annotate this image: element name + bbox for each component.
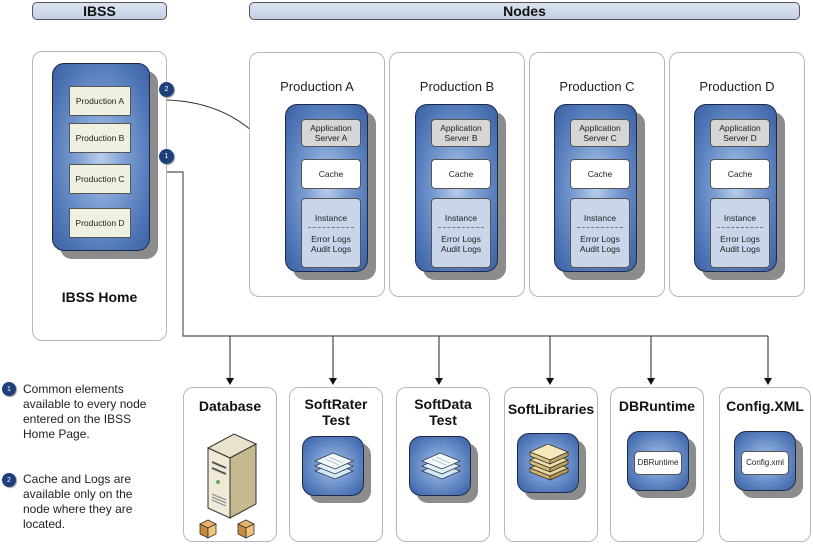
instance-label: Instance: [444, 212, 478, 223]
ibss-header: IBSS: [32, 2, 167, 20]
ibss-item-production-d[interactable]: Production D: [69, 208, 131, 238]
config-xml-label: Config.xml: [741, 451, 789, 475]
legend-badge-2: 2: [2, 473, 16, 487]
instance-box[interactable]: Instance Error Logs Audit Logs: [431, 198, 491, 268]
node-title: Production B: [419, 79, 495, 94]
server-icon: [199, 433, 258, 539]
node-panel-production-c: Production C Application Server C Cache …: [529, 52, 665, 297]
app-server-box[interactable]: Application Server C: [570, 119, 630, 147]
resource-softlibraries[interactable]: SoftLibraries: [504, 387, 598, 542]
node-panel-production-b: Production B Application Server B Cache …: [389, 52, 525, 297]
node-panel-production-a: Production A Application Server A Cache …: [249, 52, 385, 297]
ibss-item-production-b[interactable]: Production B: [69, 123, 131, 153]
books-icon-tile: [517, 433, 579, 493]
dbruntime-label: DBRuntime: [634, 451, 682, 475]
audit-logs-label: Audit Logs: [440, 243, 482, 254]
app-server-box[interactable]: Application Server A: [301, 119, 361, 147]
documents-icon-tile: [302, 436, 364, 496]
node-panel-production-d: Production D Application Server D Cache …: [669, 52, 805, 297]
resource-title: SoftRater Test: [304, 396, 368, 428]
package-icon: [199, 519, 217, 539]
documents-icon: [420, 452, 462, 480]
resource-title: Database: [198, 398, 262, 414]
instance-box[interactable]: Instance Error Logs Audit Logs: [710, 198, 770, 268]
ibss-item-production-a[interactable]: Production A: [69, 86, 131, 116]
instance-box[interactable]: Instance Error Logs Audit Logs: [570, 198, 630, 268]
node-stack: Application Server C Cache Instance Erro…: [554, 104, 637, 272]
node-stack: Application Server D Cache Instance Erro…: [694, 104, 777, 272]
ibss-item-production-c[interactable]: Production C: [69, 164, 131, 194]
cache-box[interactable]: Cache: [301, 159, 361, 189]
instance-box[interactable]: Instance Error Logs Audit Logs: [301, 198, 361, 268]
resource-config-xml[interactable]: Config.XML Config.xml: [719, 387, 811, 542]
node-stack: Application Server B Cache Instance Erro…: [415, 104, 498, 272]
ibss-home-title: IBSS Home: [61, 289, 138, 305]
resource-softdata-test[interactable]: SoftData Test: [396, 387, 490, 542]
cache-box[interactable]: Cache: [570, 159, 630, 189]
ibss-home-panel: Production A Production B Production C P…: [32, 51, 167, 341]
resource-title: SoftLibraries: [507, 401, 595, 417]
divider: [577, 226, 623, 228]
resource-softrater-test[interactable]: SoftRater Test: [289, 387, 383, 542]
label-box-tile: DBRuntime: [627, 431, 689, 491]
error-logs-label: Error Logs: [441, 233, 481, 244]
instance-label: Instance: [723, 212, 757, 223]
audit-logs-label: Audit Logs: [310, 243, 352, 254]
app-server-line2: Server D: [723, 133, 757, 143]
legend-note-2: Cache and Logs are available only on the…: [23, 472, 133, 531]
app-server-line1: Application: [579, 123, 621, 133]
resource-database[interactable]: Database: [183, 387, 277, 542]
badge-1: 1: [159, 149, 174, 164]
audit-logs-label: Audit Logs: [719, 243, 761, 254]
cache-box[interactable]: Cache: [431, 159, 491, 189]
app-server-line1: Application: [310, 123, 352, 133]
resource-title: Config.XML: [726, 398, 804, 414]
legend-note-1: Common elements available to every node …: [23, 382, 147, 441]
resource-title: SoftData Test: [414, 396, 472, 428]
node-title: Production D: [699, 79, 775, 94]
books-icon: [528, 444, 570, 481]
app-server-box[interactable]: Application Server B: [431, 119, 491, 147]
instance-label: Instance: [314, 212, 348, 223]
badge-2: 2: [159, 82, 174, 97]
divider: [717, 226, 763, 228]
app-server-line2: Server C: [583, 133, 617, 143]
divider: [308, 226, 354, 228]
error-logs-label: Error Logs: [311, 233, 351, 244]
app-server-line2: Server A: [314, 133, 348, 143]
app-server-line1: Application: [719, 123, 761, 133]
documents-icon: [313, 452, 355, 480]
node-title: Production A: [280, 79, 354, 94]
app-server-box[interactable]: Application Server D: [710, 119, 770, 147]
label-box-tile: Config.xml: [734, 431, 796, 491]
error-logs-label: Error Logs: [720, 233, 760, 244]
app-server-line2: Server B: [444, 133, 478, 143]
audit-logs-label: Audit Logs: [579, 243, 621, 254]
package-icon: [237, 519, 255, 539]
cache-box[interactable]: Cache: [710, 159, 770, 189]
app-server-line1: Application: [440, 123, 482, 133]
node-title: Production C: [559, 79, 635, 94]
legend-badge-1: 1: [2, 382, 16, 396]
error-logs-label: Error Logs: [580, 233, 620, 244]
ibss-production-list: Production A Production B Production C P…: [52, 63, 150, 251]
resource-title: DBRuntime: [618, 398, 696, 414]
divider: [438, 226, 484, 228]
instance-label: Instance: [583, 212, 617, 223]
nodes-header: Nodes: [249, 2, 800, 20]
documents-icon-tile: [409, 436, 471, 496]
resource-dbruntime[interactable]: DBRuntime DBRuntime: [610, 387, 704, 542]
node-stack: Application Server A Cache Instance Erro…: [285, 104, 368, 272]
